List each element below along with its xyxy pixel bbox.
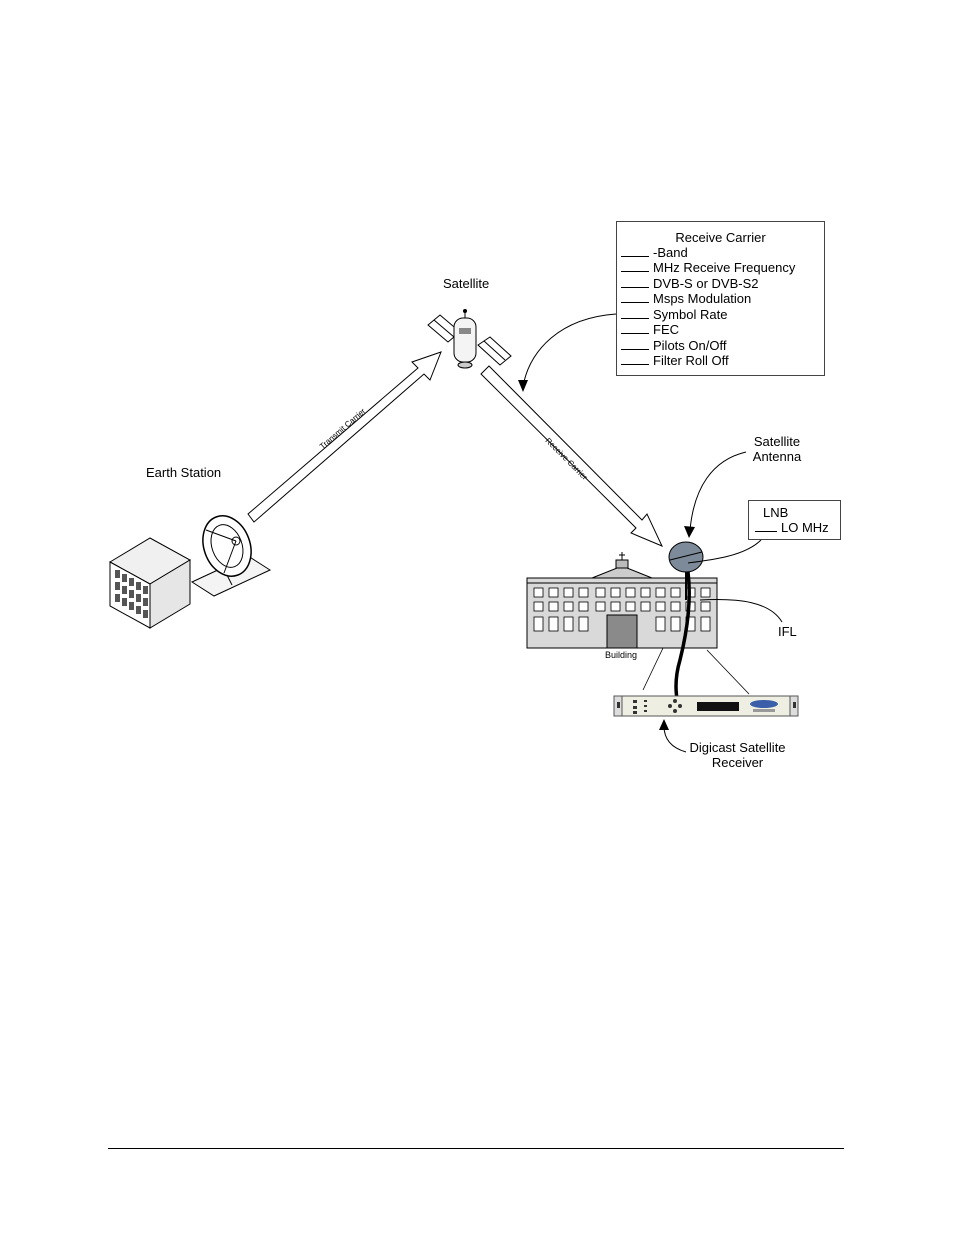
receive-carrier-box: Receive Carrier -Band MHz Receive Freque… <box>616 221 825 376</box>
satellite-antenna-label-line2: Antenna <box>752 449 802 464</box>
carrier-item: Filter Roll Off <box>621 353 729 368</box>
receiver-label: Digicast Satellite Receiver <box>680 740 795 770</box>
earth-station-label: Earth Station <box>146 465 222 480</box>
carrier-item: -Band <box>621 245 688 260</box>
footer-rule <box>108 1148 844 1149</box>
ifl-pointer <box>699 599 783 623</box>
building-label: Building <box>605 650 638 660</box>
earth-station-dish-icon <box>190 515 272 597</box>
carrier-item: MHz Receive Frequency <box>621 260 795 275</box>
satellite-label: Satellite <box>443 276 490 291</box>
ifl-label: IFL <box>778 624 797 639</box>
antenna-pointer <box>689 451 747 531</box>
carrier-item: Pilots On/Off <box>621 338 726 353</box>
satellite-receiver-icon <box>613 695 799 717</box>
transmit-carrier-arrow <box>247 351 442 523</box>
lnb-box: LNB LO MHz <box>748 500 841 540</box>
receiver-label-line1: Digicast Satellite <box>689 740 786 755</box>
lnb-title: LNB <box>763 505 789 520</box>
receiver-label-line2: Receiver <box>711 755 764 770</box>
satellite-icon <box>427 309 512 369</box>
carrier-item: FEC <box>621 322 679 337</box>
receive-carrier-box-title: Receive Carrier <box>675 230 766 245</box>
earth-station-rack-icon <box>108 537 192 629</box>
lnb-item: LO MHz <box>755 520 829 535</box>
satellite-antenna-label-line1: Satellite <box>753 434 801 449</box>
satellite-antenna-icon <box>668 541 704 600</box>
receive-carrier-arrow <box>480 365 664 547</box>
carrier-item: Msps Modulation <box>621 291 751 306</box>
satellite-antenna-label: Satellite Antenna <box>742 434 812 464</box>
lnb-pointer <box>687 539 762 564</box>
carrier-item: DVB-S or DVB-S2 <box>621 276 758 291</box>
carrier-box-pointer <box>522 313 617 387</box>
carrier-item: Symbol Rate <box>621 307 727 322</box>
ifl-cable <box>674 571 691 706</box>
